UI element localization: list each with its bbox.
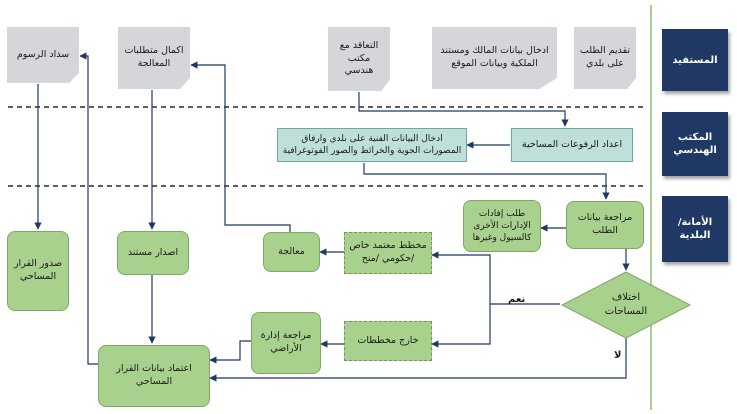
node-area-difference: اختلاف المساحات — [604, 292, 648, 317]
label-yes: نعم — [508, 294, 526, 305]
node-outside-plans: خارج مخططات — [344, 321, 432, 361]
lane-beneficiary: المستفيد — [662, 29, 728, 91]
arrow-yes-to-outside-plans — [431, 304, 491, 348]
node-private-plan: مخطط معتمد خاص /حكومي /منح — [344, 232, 432, 274]
arrow-decision-no-to-approve — [209, 338, 627, 382]
node-other-departments: طلب إفادات الإدارات الأخرى كالسيول وغيره… — [463, 200, 541, 252]
node-owner-data: ادخال بيانات المالك ومستند الملكية وبيان… — [432, 27, 557, 89]
node-technical-data: ادخال البيانات الفنية على بلدي وارفاق ال… — [277, 128, 467, 162]
node-issue-document: اصدار مستند — [117, 231, 189, 275]
arrow-land-review-to-approve — [209, 340, 251, 364]
lane-separators — [8, 5, 652, 410]
lane-engineering-office: المكتب الهندسي — [662, 112, 728, 176]
node-complete-requirements: اكمال متطلبات المعالجة — [118, 27, 190, 89]
node-survey-decision: صدور القرار المساحي — [7, 231, 69, 311]
arrow-processing-to-complete — [190, 61, 291, 232]
node-submit-request: تقديم الطلب على بلدي — [574, 27, 636, 89]
decision-diamond-shape — [560, 271, 692, 339]
arrow-technical-to-review — [363, 163, 610, 200]
arrow-yes-to-private-plan — [431, 251, 491, 304]
node-contract-engineer: التعاقد مع مكتب هندسي — [328, 27, 390, 91]
node-review-request: مراجعة بيانات الطلب — [566, 201, 644, 249]
node-land-management-review: مراجعة إدارة الأراضي — [251, 312, 321, 374]
label-no: لا — [614, 350, 622, 361]
node-survey-prep: اعداد الرفوعات المساحية — [511, 128, 633, 162]
arrow-approve-to-fees — [79, 52, 98, 365]
arrow-contract-to-survey — [358, 92, 569, 127]
node-pay-fees: سداد الرسوم — [7, 27, 79, 83]
flow-arrows — [34, 52, 630, 382]
lane-municipality: الأمانة/ البلدية — [662, 196, 728, 262]
node-processing: معالجة — [263, 232, 320, 272]
node-approve-decision: اعتماد بيانات القرار المساحي — [98, 345, 210, 407]
